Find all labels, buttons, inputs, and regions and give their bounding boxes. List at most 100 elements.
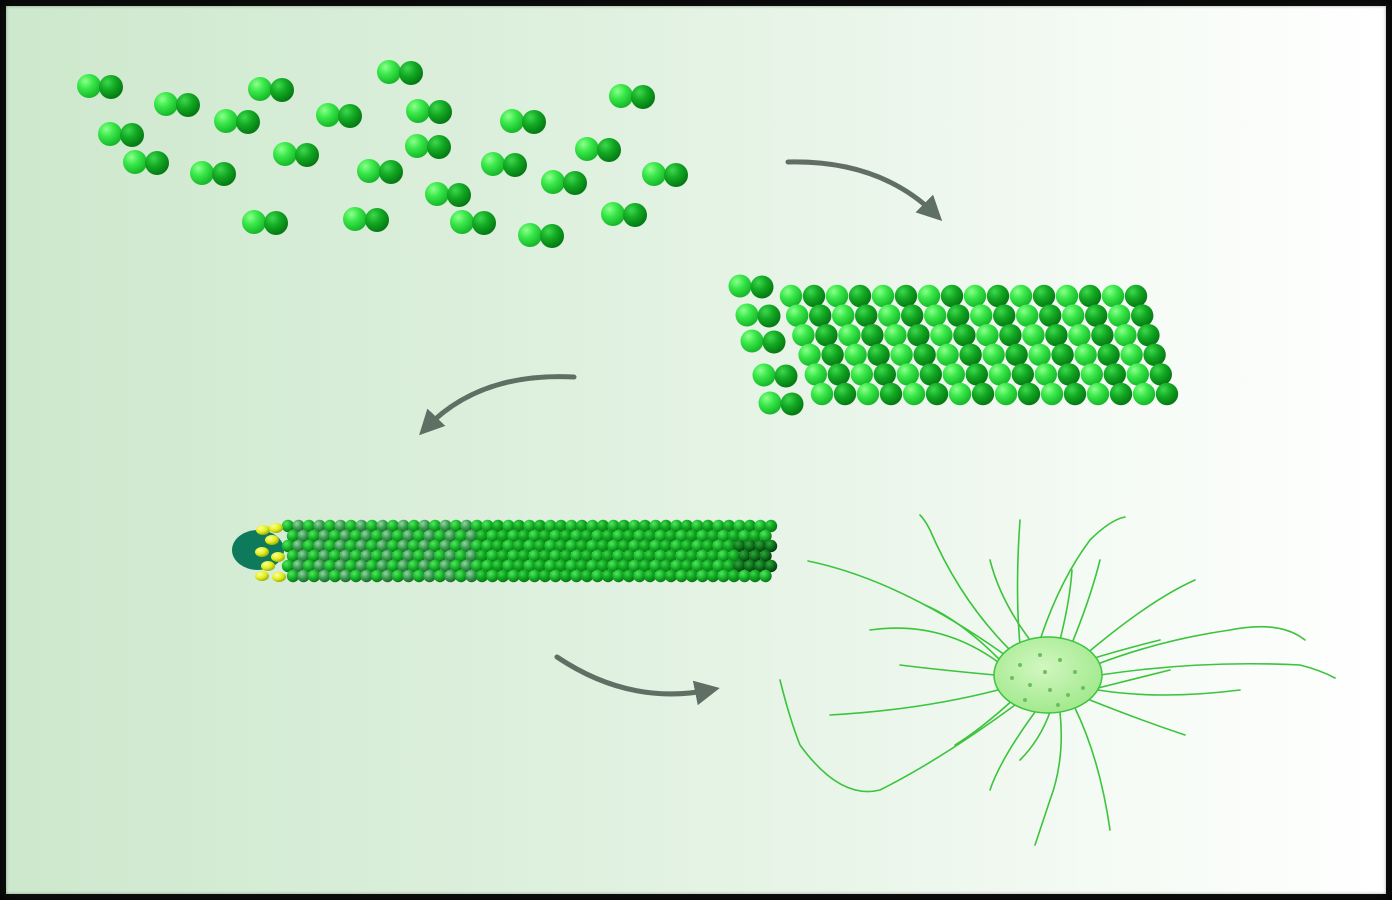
tubulin-subunit	[717, 569, 730, 583]
tubulin-dimer-icon	[450, 210, 496, 235]
beta-tubulin	[1137, 324, 1160, 347]
tubulin-subunit	[675, 569, 688, 583]
tubulin-subunit	[402, 529, 415, 543]
cap-protein	[255, 571, 269, 581]
tubulin-subunit	[607, 559, 620, 573]
tubulin-subunit	[491, 519, 505, 533]
tubulin-subunit	[633, 549, 646, 563]
tubulin-subunit	[517, 569, 531, 583]
alpha-tubulin	[1126, 363, 1150, 386]
tubulin-subunit	[654, 529, 667, 543]
tubulin-subunit	[580, 529, 594, 543]
tubulin-subunit	[628, 519, 641, 533]
tubulin-subunit	[444, 569, 457, 583]
tubulin-subunit	[302, 519, 316, 533]
aster-filament	[1099, 662, 1336, 679]
tubulin-subunit	[486, 549, 499, 563]
tubulin-subunit	[664, 569, 678, 583]
tubulin-subunit	[433, 549, 447, 563]
alpha-tubulin	[1062, 304, 1085, 327]
tubulin-subunit	[281, 539, 295, 553]
alpha-tubulin	[878, 304, 901, 327]
tubulin-subunit	[533, 559, 547, 573]
tubulin-subunit	[339, 529, 352, 543]
tubulin-subunit	[433, 529, 447, 543]
tubulin-subunit	[302, 559, 316, 573]
aster-filament	[924, 604, 1001, 661]
cap-protein	[269, 523, 283, 533]
tubulin-subunit	[449, 539, 463, 553]
tubulin-dimer-icon	[123, 150, 169, 175]
granule	[1023, 698, 1027, 702]
tubulin-subunit	[617, 519, 631, 533]
alpha-tubulin	[1022, 324, 1045, 347]
tubulin-subunit	[397, 519, 410, 533]
tubulin-subunit	[706, 569, 720, 583]
tubulin-subunit	[649, 519, 662, 533]
beta-tubulin	[919, 363, 942, 386]
beta-tubulin	[971, 382, 995, 406]
tubulin-subunit	[738, 529, 751, 543]
tubulin-subunit	[638, 559, 652, 573]
tubulin-dimer-icon	[609, 84, 655, 109]
tubulin-subunit	[565, 539, 578, 553]
alpha-tubulin	[786, 304, 809, 327]
tubulin-subunit	[470, 519, 484, 533]
tubulin-subunit	[418, 539, 431, 553]
tubulin-subunit	[517, 529, 531, 543]
tubulin-subunit	[313, 519, 326, 533]
tubulin-subunit	[664, 549, 678, 563]
tubulin-subunit	[743, 519, 757, 533]
tubulin-subunit	[748, 569, 762, 583]
microtubule	[232, 519, 778, 583]
tubulin-dimer-icon	[406, 99, 452, 124]
beta-tubulin	[879, 382, 903, 406]
beta-tubulin	[1039, 304, 1062, 327]
aster-filament	[807, 560, 1006, 656]
tubulin-subunit	[628, 559, 641, 573]
tubulin-subunit	[286, 549, 300, 563]
aster-filaments	[779, 514, 1336, 846]
tubulin-subunit	[538, 529, 552, 543]
beta-tubulin	[1005, 343, 1028, 366]
beta-tubulin	[1091, 324, 1114, 347]
tubulin-subunit	[591, 549, 604, 563]
alpha-tubulin	[1055, 284, 1079, 308]
tubulin-dimer-icon	[541, 170, 587, 195]
tubulin-subunit	[591, 529, 604, 543]
alpha-tubulin	[1101, 284, 1125, 308]
alpha-tubulin	[1086, 382, 1110, 406]
tubulin-subunit	[754, 519, 767, 533]
tubulin-subunit	[764, 519, 778, 533]
cap-protein	[265, 535, 279, 545]
alpha-tubulin	[963, 284, 987, 308]
tubulin-subunit	[412, 549, 426, 563]
tubulin-subunit	[559, 569, 573, 583]
tubulin-subunit	[580, 549, 594, 563]
tubulin-subunit	[475, 569, 489, 583]
tubulin-subunit	[722, 519, 736, 533]
tubulin-subunit	[601, 549, 615, 563]
tubulin-subunit	[307, 549, 321, 563]
tubulin-subunit	[570, 549, 583, 563]
tubulin-subunit	[502, 559, 515, 573]
tubulin-subunit	[397, 559, 410, 573]
tubulin-subunit	[512, 539, 526, 553]
tubulin-subunit	[748, 549, 762, 563]
tubulin-subunit	[407, 519, 421, 533]
aster-filament	[1094, 625, 1306, 666]
tubulin-subunit	[523, 559, 536, 573]
tubulin-dimer-icon	[752, 363, 798, 388]
tubulin-subunit	[675, 549, 688, 563]
tubulin-subunit	[507, 549, 520, 563]
aster-filament	[1039, 516, 1126, 641]
beta-tubulin	[873, 363, 896, 386]
tubulin-subunit	[733, 559, 746, 573]
granule	[1066, 693, 1070, 697]
aster-filament	[1019, 711, 1051, 761]
alpha-tubulin	[1009, 284, 1033, 308]
granule	[1073, 670, 1077, 674]
tubulin-subunit	[748, 529, 762, 543]
tubulin-subunit	[376, 519, 389, 533]
beta-tubulin	[947, 304, 970, 327]
